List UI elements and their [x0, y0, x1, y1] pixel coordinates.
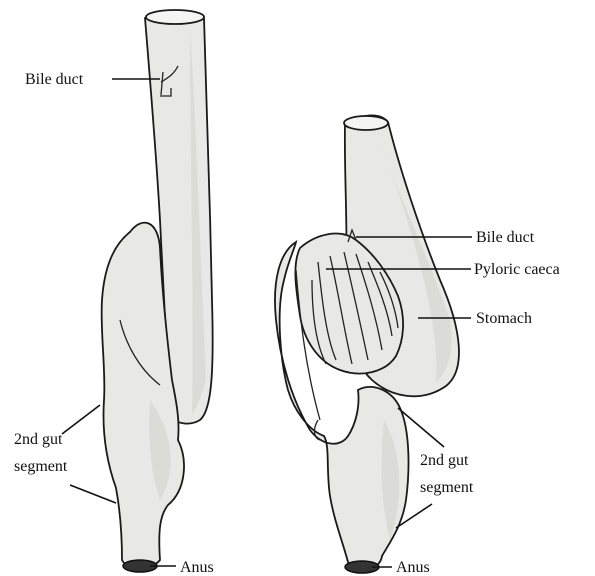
right-specimen [275, 115, 472, 573]
left-2nd-gut-leader-top [62, 405, 100, 434]
label-left-anus: Anus [180, 559, 214, 576]
label-right-bile-duct: Bile duct [476, 229, 535, 246]
label-left-2nd-gut-line2: segment [14, 458, 68, 475]
label-right-anus: Anus [396, 559, 430, 576]
label-left-bile-duct: Bile duct [25, 71, 84, 88]
label-right-pyloric-caeca: Pyloric caeca [474, 261, 560, 278]
label-right-2nd-gut-line1: 2nd gut [420, 452, 469, 469]
label-right-stomach: Stomach [476, 310, 532, 327]
left-specimen [62, 10, 213, 572]
label-left-2nd-gut-line1: 2nd gut [14, 431, 63, 448]
right-stomach-opening [344, 116, 388, 130]
label-right-2nd-gut-line2: segment [420, 479, 474, 496]
left-stomach-opening [146, 10, 204, 24]
left-2nd-gut-leader-bottom [70, 485, 116, 503]
